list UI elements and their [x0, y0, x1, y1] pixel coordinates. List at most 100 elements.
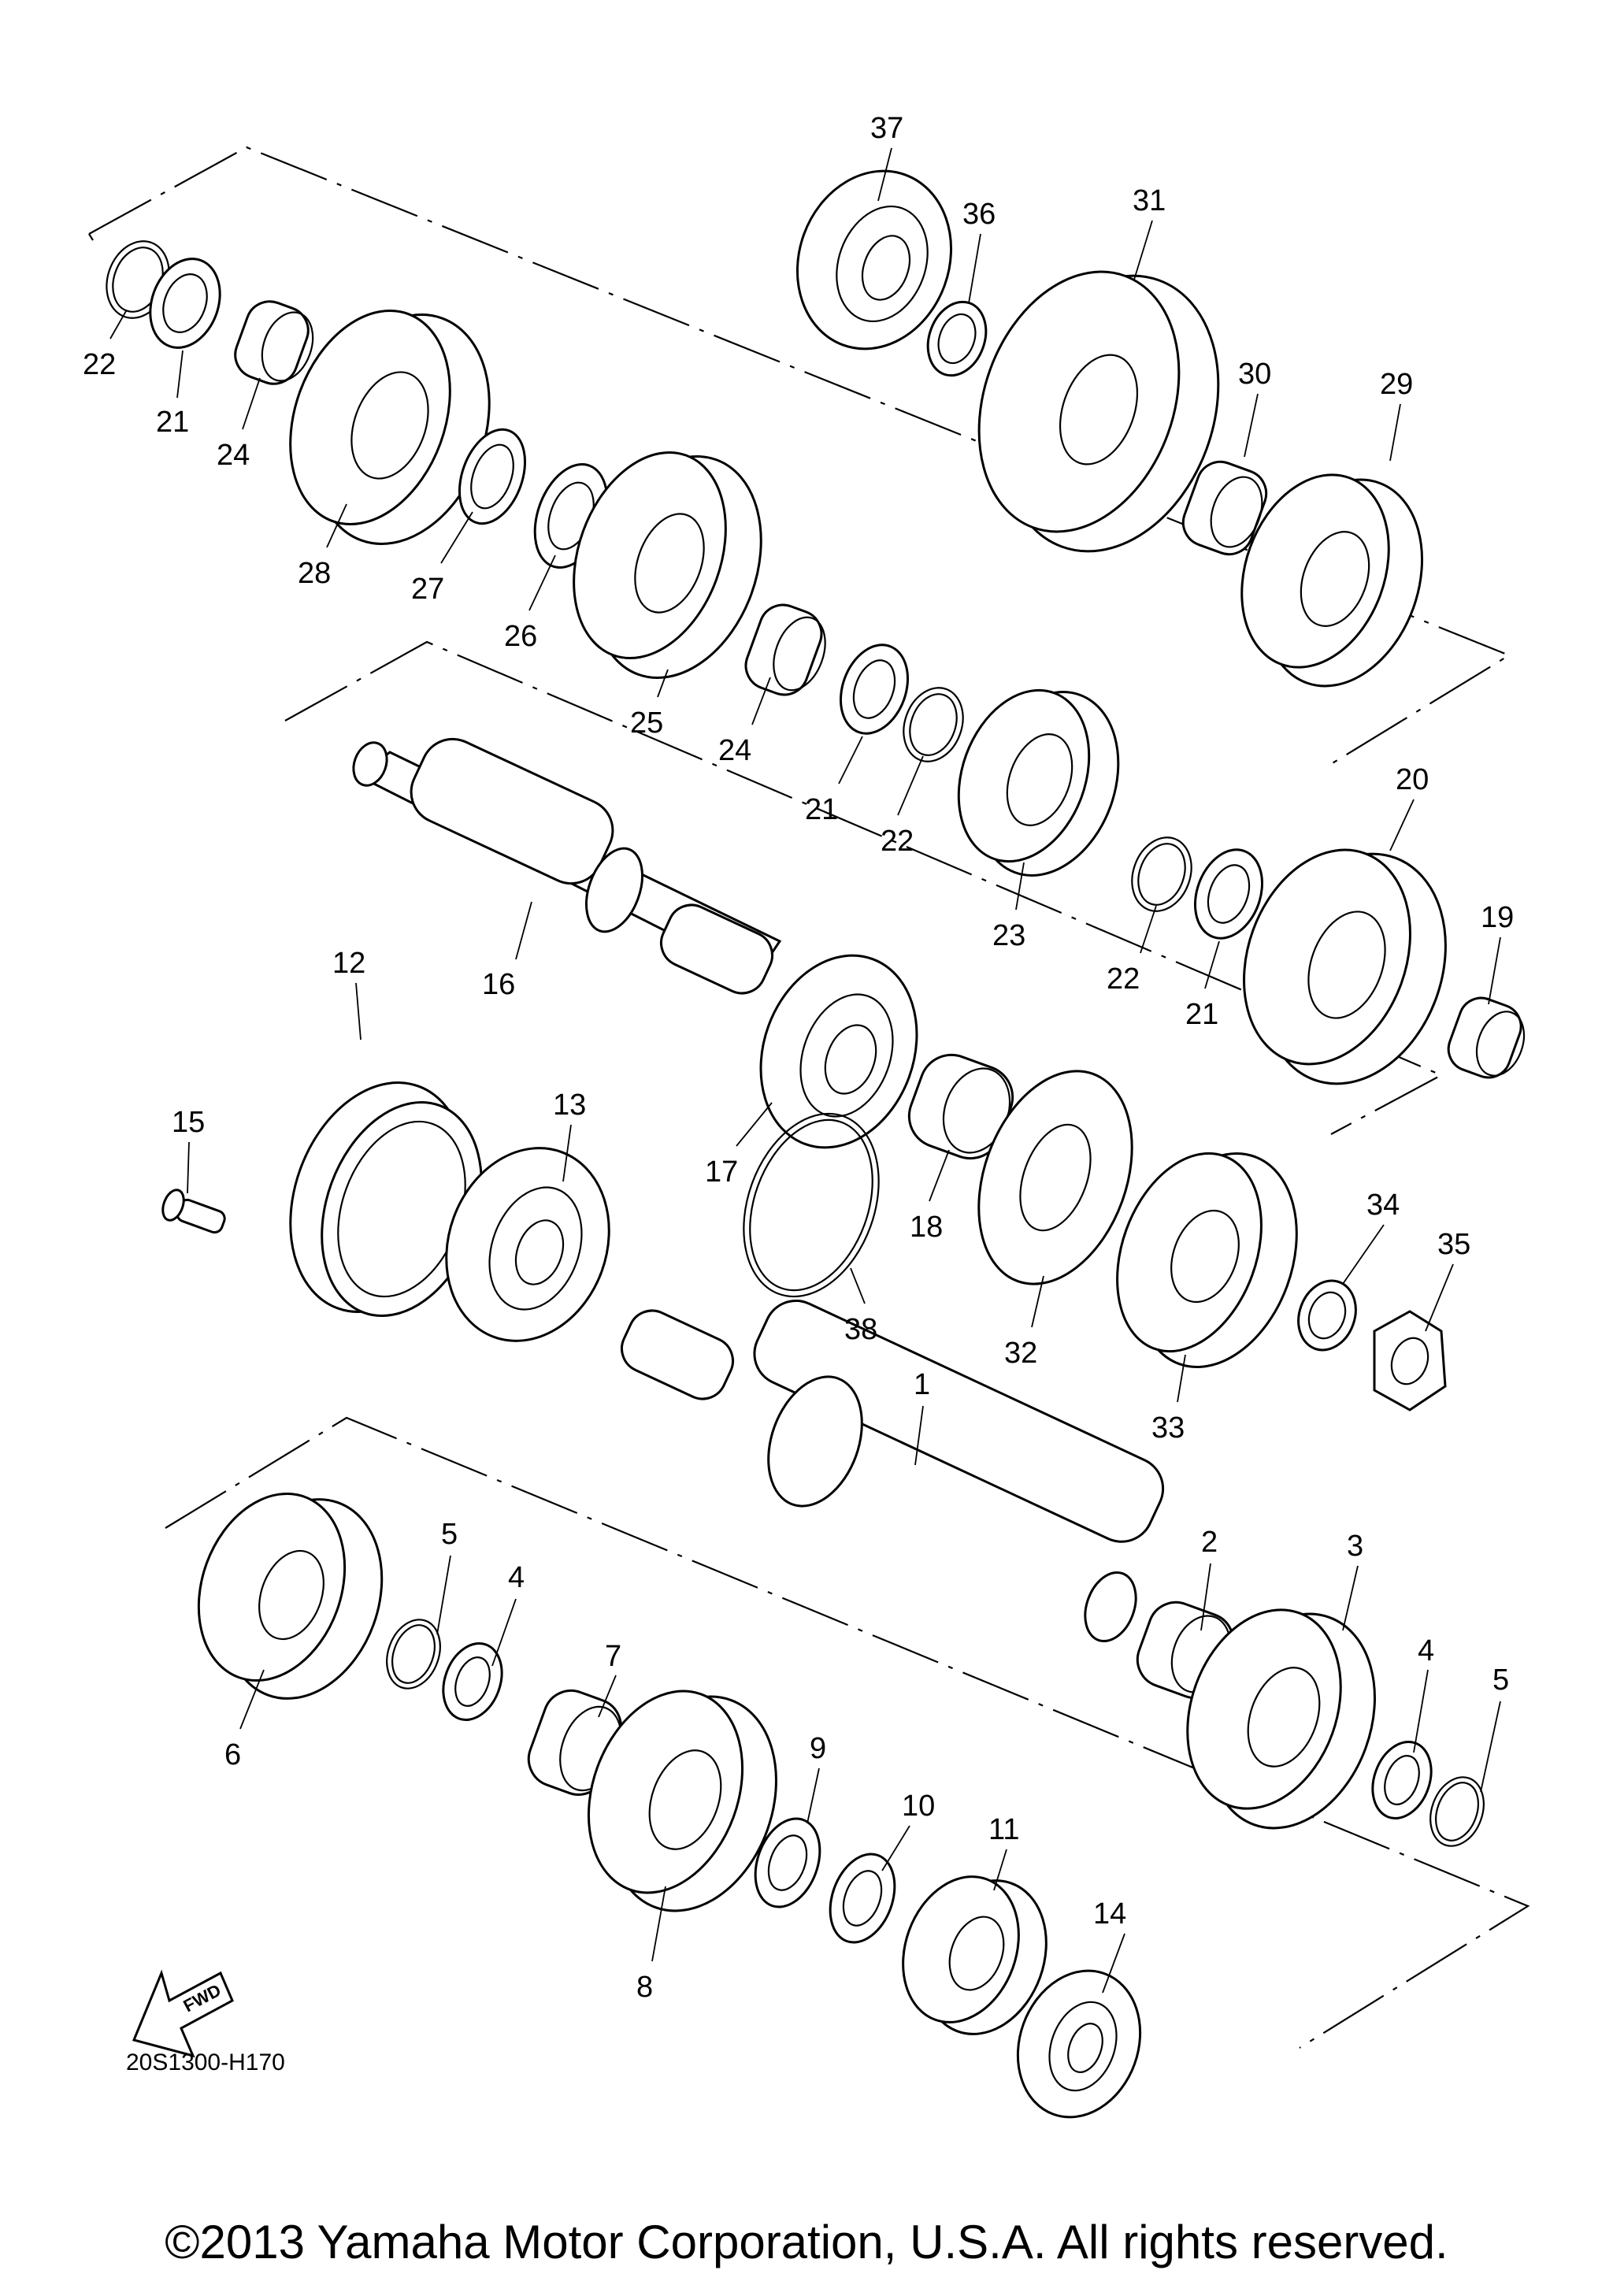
- callout-20: 20: [1389, 763, 1429, 851]
- part-screw-15: [161, 1189, 226, 1234]
- callout-number: 4: [1418, 1634, 1434, 1667]
- callout-26: 26: [504, 555, 556, 653]
- part-bearing-14: [1016, 1969, 1142, 2119]
- part-bearing-24b: [744, 603, 826, 696]
- assembly-outline-lower: [165, 1416, 1530, 2049]
- callout-number: 33: [1151, 1411, 1185, 1445]
- callout-number: 25: [630, 707, 663, 740]
- callout-number: 32: [1004, 1337, 1037, 1370]
- callout-number: 8: [636, 1971, 653, 2004]
- callout-38: 38: [844, 1267, 877, 1346]
- part-nut-35: [1373, 1310, 1447, 1411]
- part-gear-20: [1243, 848, 1447, 1085]
- part-washer-21c: [1193, 848, 1264, 940]
- part-oil-seal-32: [977, 1070, 1133, 1285]
- callout-21c: 21: [1185, 940, 1220, 1031]
- callout-number: 5: [1492, 1664, 1509, 1697]
- part-washer-4b: [1371, 1741, 1433, 1819]
- callout-27: 27: [411, 511, 473, 606]
- callout-2: 2: [1200, 1526, 1218, 1631]
- callout-number: 38: [844, 1313, 877, 1346]
- callout-32: 32: [1004, 1275, 1044, 1370]
- callout-11: 11: [988, 1813, 1019, 1891]
- part-washer-21b: [839, 644, 910, 735]
- callout-18: 18: [910, 1149, 950, 1244]
- callout-number: 27: [411, 573, 444, 606]
- callout-number: 18: [910, 1211, 943, 1244]
- callout-6: 6: [224, 1669, 265, 1771]
- part-gear-29: [1240, 473, 1424, 688]
- callout-34: 34: [1342, 1189, 1400, 1285]
- callout-14: 14: [1093, 1897, 1126, 1994]
- part-bearing-17: [759, 954, 918, 1149]
- part-gear-11: [902, 1875, 1048, 2035]
- callout-19: 19: [1481, 901, 1514, 1005]
- callout-number: 30: [1238, 358, 1271, 391]
- callout-37: 37: [870, 112, 903, 202]
- callout-number: 34: [1366, 1189, 1400, 1222]
- part-washer-9: [754, 1817, 821, 1908]
- callout-number: 37: [870, 112, 903, 145]
- callout-29: 29: [1380, 368, 1413, 462]
- callout-number: 10: [902, 1790, 935, 1823]
- callout-number: 35: [1437, 1228, 1470, 1261]
- callout-number: 21: [805, 793, 838, 826]
- part-washer-4a: [442, 1642, 503, 1721]
- part-circlip-5a: [386, 1619, 441, 1690]
- part-bearing-13: [445, 1147, 610, 1342]
- callout-number: 22: [881, 825, 914, 858]
- callout-22c: 22: [1107, 905, 1157, 996]
- callout-33: 33: [1151, 1354, 1186, 1445]
- callout-30: 30: [1238, 358, 1271, 458]
- part-bearing-37: [795, 169, 953, 351]
- callout-31: 31: [1133, 184, 1166, 280]
- callout-number: 26: [504, 620, 537, 653]
- part-washer-27: [458, 428, 527, 525]
- callout-number: 6: [224, 1738, 241, 1771]
- part-drive-axle-1: [621, 1299, 1165, 1643]
- callout-number: 28: [298, 557, 331, 590]
- assembly-outline-middle: [284, 640, 1444, 1135]
- part-washer-36: [926, 300, 988, 377]
- callout-24b: 24: [718, 677, 771, 767]
- callout-21a: 21: [156, 350, 189, 439]
- callout-labels: 1 2 3 4 4 5 5 6 7 8 9 10 11 12 13 14 15 …: [83, 112, 1514, 2004]
- part-gear-6: [197, 1492, 384, 1700]
- part-gear-25: [573, 451, 762, 679]
- callout-24a: 24: [217, 377, 261, 472]
- part-bearing-24a: [234, 300, 314, 385]
- callout-number: 22: [83, 348, 116, 381]
- callout-number: 24: [718, 734, 751, 767]
- part-gear-23: [957, 688, 1120, 877]
- part-washer-34: [1297, 1279, 1357, 1352]
- callout-number: 5: [441, 1518, 458, 1551]
- callout-number: 21: [1185, 998, 1218, 1031]
- callout-22b: 22: [881, 755, 924, 858]
- callout-13: 13: [553, 1089, 586, 1182]
- part-gear-3: [1186, 1608, 1376, 1830]
- callout-17: 17: [705, 1102, 773, 1189]
- callout-35: 35: [1425, 1228, 1470, 1332]
- part-bearing-housing-12: [289, 1081, 483, 1318]
- callout-8: 8: [636, 1886, 666, 2004]
- callout-23: 23: [992, 862, 1025, 952]
- callout-7: 7: [598, 1640, 621, 1718]
- callout-3: 3: [1342, 1530, 1363, 1631]
- fwd-arrow-icon: FWD: [132, 1969, 234, 2058]
- callout-number: 4: [508, 1561, 525, 1594]
- callout-9: 9: [806, 1732, 826, 1824]
- callout-10: 10: [881, 1790, 935, 1871]
- drawing-code: 20S1300-H170: [126, 2049, 285, 2075]
- part-collar-19: [1447, 996, 1526, 1079]
- callout-number: 11: [988, 1813, 1019, 1846]
- callout-36: 36: [962, 198, 996, 304]
- callout-number: 3: [1347, 1530, 1363, 1563]
- callout-number: 17: [705, 1155, 738, 1189]
- callout-28: 28: [298, 503, 347, 590]
- part-washer-10: [829, 1853, 896, 1944]
- callout-number: 31: [1133, 184, 1166, 217]
- callout-number: 23: [992, 919, 1025, 952]
- callout-21b: 21: [805, 736, 863, 826]
- part-sprocket-33: [1116, 1152, 1298, 1369]
